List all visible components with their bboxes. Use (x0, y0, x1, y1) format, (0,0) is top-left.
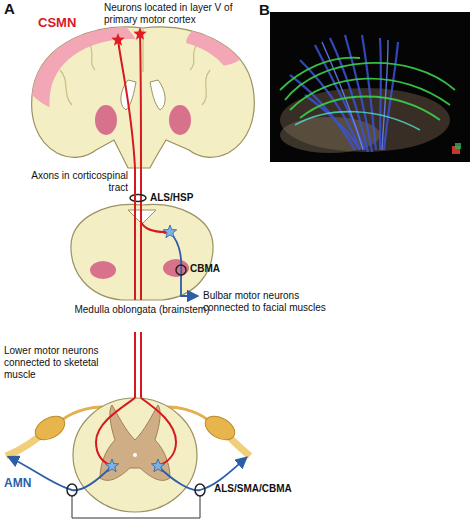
orientation-cube (455, 143, 461, 149)
fiber-tract (280, 58, 360, 90)
panel-letter: B (259, 1, 279, 19)
spinal-cord-section (73, 398, 197, 512)
upper-motor-neuron (133, 27, 146, 40)
fiber-tract (305, 95, 360, 150)
tract-label: Axons in corticospinal tract (20, 170, 128, 194)
axon (140, 332, 142, 398)
disease-label: ALS/SMA/CBMA (214, 483, 314, 495)
fiber-tract (295, 112, 420, 130)
lesion-ring (195, 484, 205, 496)
sulcus (90, 45, 95, 70)
tractography-image (270, 12, 470, 162)
disease-label: ALS/HSP (150, 192, 220, 204)
axon (96, 398, 135, 466)
corticospinal-axon (134, 168, 136, 203)
lower-motor-neuron (151, 459, 164, 472)
sulcus (202, 70, 210, 105)
fiber-tract (290, 79, 450, 110)
basal-nucleus (95, 105, 117, 135)
axon (134, 203, 136, 300)
axon (140, 222, 142, 300)
axon (141, 398, 176, 466)
axon (140, 168, 142, 203)
fiber-tract (300, 97, 440, 121)
description-text: Neurons located in layer V of primary mo… (104, 2, 254, 26)
axon-branch (141, 203, 165, 232)
lesion-ring (67, 484, 77, 496)
corticospinal-axon (134, 332, 136, 398)
description-text: Bulbar motor neurons connected to facial… (203, 290, 333, 314)
sulcus (190, 46, 196, 70)
axon (140, 34, 141, 168)
upper-motor-neuron (111, 33, 124, 46)
cell-type-label: CSMN (38, 15, 98, 31)
structure-label: Medulla oblongata (brainstem) (68, 304, 216, 316)
cell-type-label: AMN (4, 476, 44, 490)
ventricle (150, 80, 165, 110)
fiber-tract (362, 35, 376, 150)
central-canal (133, 453, 137, 457)
dorsal-root-ganglion (201, 411, 239, 444)
sulcus (60, 70, 72, 105)
dorsal-root-ganglion (31, 411, 69, 444)
fiber-tract (382, 40, 388, 150)
olive (90, 261, 116, 279)
olive (163, 259, 189, 277)
disease-label: CBMA (190, 263, 250, 275)
lower-motor-neuron (105, 459, 118, 472)
brain-section: CSMN Neurons located in layer V of primar… (28, 2, 260, 168)
panel-letter: A (4, 0, 24, 18)
description-text: Lower motor neurons connected to sketeta… (4, 345, 126, 381)
spinal-cord-section: AMN (2, 398, 252, 516)
fiber-tract (379, 38, 382, 150)
axon (118, 40, 135, 168)
bracket (72, 496, 200, 518)
lesion-ring (176, 265, 186, 275)
basal-nucleus (169, 105, 191, 135)
bulbar-motor-neuron (163, 225, 176, 238)
lesion-ring (130, 195, 146, 202)
